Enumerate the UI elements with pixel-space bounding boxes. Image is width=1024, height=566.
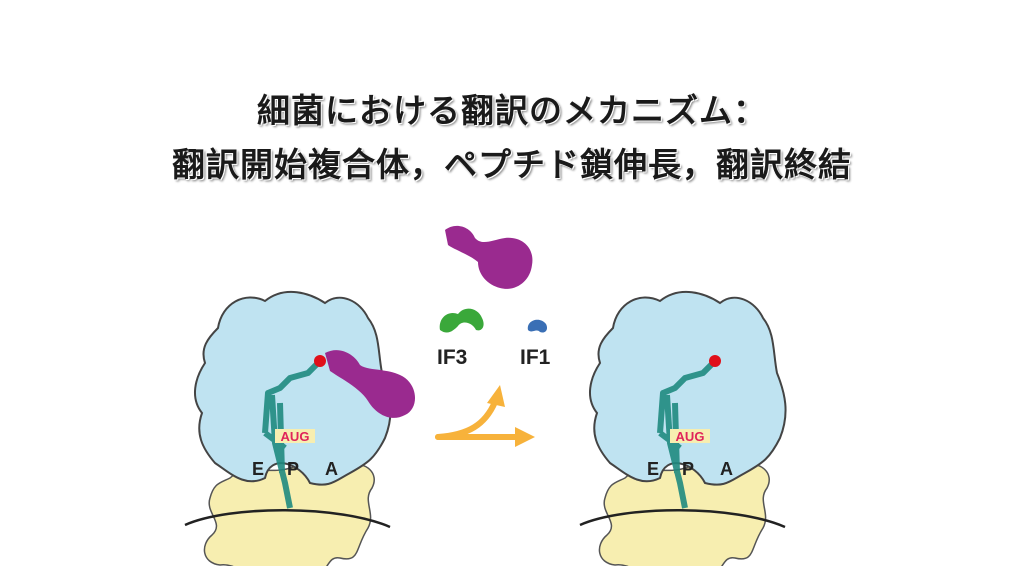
site-p-label: P [287,459,299,479]
if2-bound [325,350,416,418]
right-ribosome: AUG E P A [580,292,786,566]
if1-label: IF1 [520,346,551,369]
arrow-head-up [487,385,505,407]
site-e-label: E [252,459,264,479]
left-ribosome: AUG E P A [185,292,416,566]
site-p-label: P [682,459,694,479]
site-e-label: E [647,459,659,479]
slide-title-line-2: 翻訳開始複合体，ペプチド鎖伸長，翻訳終結 [172,145,852,184]
slide-title-line-1: 細菌における翻訳のメカニズム： [257,91,767,130]
codon-label: AUG [281,429,310,444]
if2-released [445,225,533,289]
process-arrow [435,399,521,440]
if3-label: IF3 [437,346,467,369]
arrow-head-right [515,427,535,447]
if3-protein [439,308,484,333]
codon-label: AUG [676,429,705,444]
site-a-label: A [720,459,733,479]
if1-protein [527,319,548,333]
site-a-label: A [325,459,338,479]
